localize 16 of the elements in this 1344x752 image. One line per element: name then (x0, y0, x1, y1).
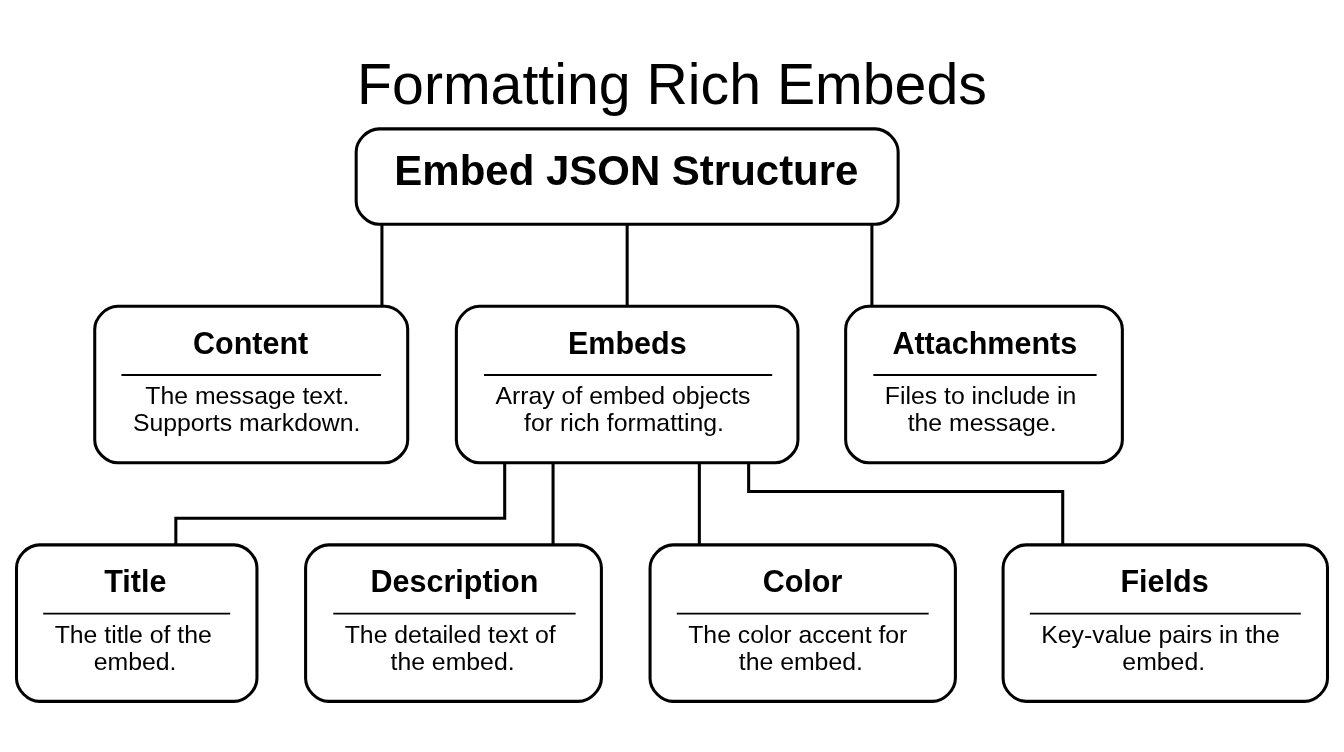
node-box: Description The detailed text of the embed. (304, 543, 603, 703)
connector (747, 463, 1065, 545)
node-box: Embeds Array of embed objects for rich formatting. (454, 304, 800, 465)
node-box: Content The message text. Supports markdown. (93, 304, 410, 465)
node-box: Title The title of the embed. (14, 543, 259, 703)
node-box: Fields Key-value pairs in the embed. (1001, 543, 1330, 703)
connector (870, 224, 874, 307)
diagram-title: Formatting Rich Embeds (357, 52, 987, 117)
node-box: Embed JSON Structure (354, 127, 900, 226)
node-box: Color The color accent for the embed. (648, 543, 957, 703)
connector (174, 463, 507, 545)
connector (625, 224, 629, 307)
connector (380, 224, 384, 307)
connector (697, 463, 701, 545)
connector (551, 463, 555, 545)
node-box: Attachments Files to include in the message. (844, 304, 1124, 465)
